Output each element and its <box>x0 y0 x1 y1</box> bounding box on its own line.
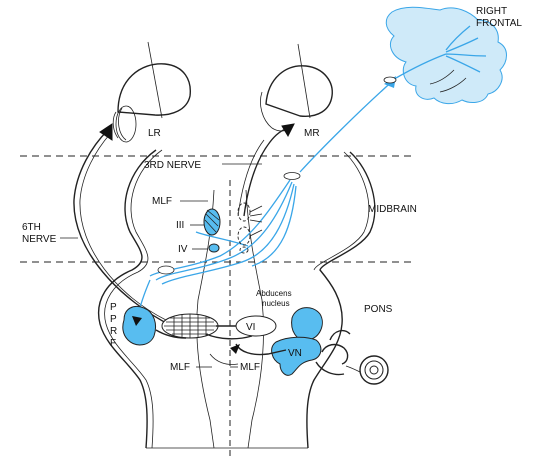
hatched-nucleus <box>161 313 219 339</box>
pprf-arrowhead-icon <box>132 316 142 326</box>
pprf-letter-p2: P <box>110 314 117 325</box>
vestibular-nucleus-vn <box>271 336 322 376</box>
sixth-nerve-label-2: NERVE <box>22 234 57 245</box>
pprf-letter-f: F <box>110 338 116 349</box>
mlf-upper-label: MLF <box>152 196 172 207</box>
right-eye <box>260 43 333 132</box>
left-eye <box>112 41 191 143</box>
right-frontal-lobe <box>385 6 507 105</box>
pons-connections <box>155 325 287 365</box>
mlf-right-label: MLF <box>240 362 260 373</box>
right-frontal-label-1: RIGHT <box>476 6 507 17</box>
third-nerve-pathway <box>222 123 295 217</box>
pprf-letter-p1: P <box>110 302 117 313</box>
frontal-descending-pathway <box>137 76 397 317</box>
pons-label: PONS <box>364 304 393 315</box>
midbrain-dashed-nuclei <box>237 202 263 254</box>
vestibular-target-region <box>291 307 323 341</box>
iii-label: III <box>176 220 184 231</box>
pprf-letter-r: R <box>110 326 117 337</box>
vn-arrowhead-icon <box>230 344 240 354</box>
mr-label: MR <box>304 128 320 139</box>
oculomotor-nucleus-iii <box>203 208 221 236</box>
trochlear-nucleus-iv <box>208 243 220 253</box>
lr-label: LR <box>148 128 161 139</box>
right-frontal-label-2: FRONTAL <box>476 18 522 29</box>
vn-label: VN <box>288 348 302 359</box>
mlf-left-label: MLF <box>170 362 190 373</box>
sixth-nerve-arrowhead-icon <box>99 123 113 141</box>
sixth-nerve-label-1: 6TH <box>22 222 41 233</box>
third-nerve-arrowhead-icon <box>281 123 295 138</box>
third-nerve-label: 3RD NERVE <box>144 160 201 171</box>
pprf-region <box>122 306 157 346</box>
vi-label: VI <box>246 322 255 333</box>
abducens-label-2: nucleus <box>262 299 290 308</box>
midbrain-label: MIDBRAIN <box>368 204 417 215</box>
iv-label: IV <box>178 244 188 255</box>
sixth-nerve-pathway <box>73 123 173 327</box>
abducens-label-1: Abducens <box>256 289 292 298</box>
inner-ear-labyrinth-icon <box>315 329 389 385</box>
abducens-nucleus-vi <box>235 315 277 337</box>
